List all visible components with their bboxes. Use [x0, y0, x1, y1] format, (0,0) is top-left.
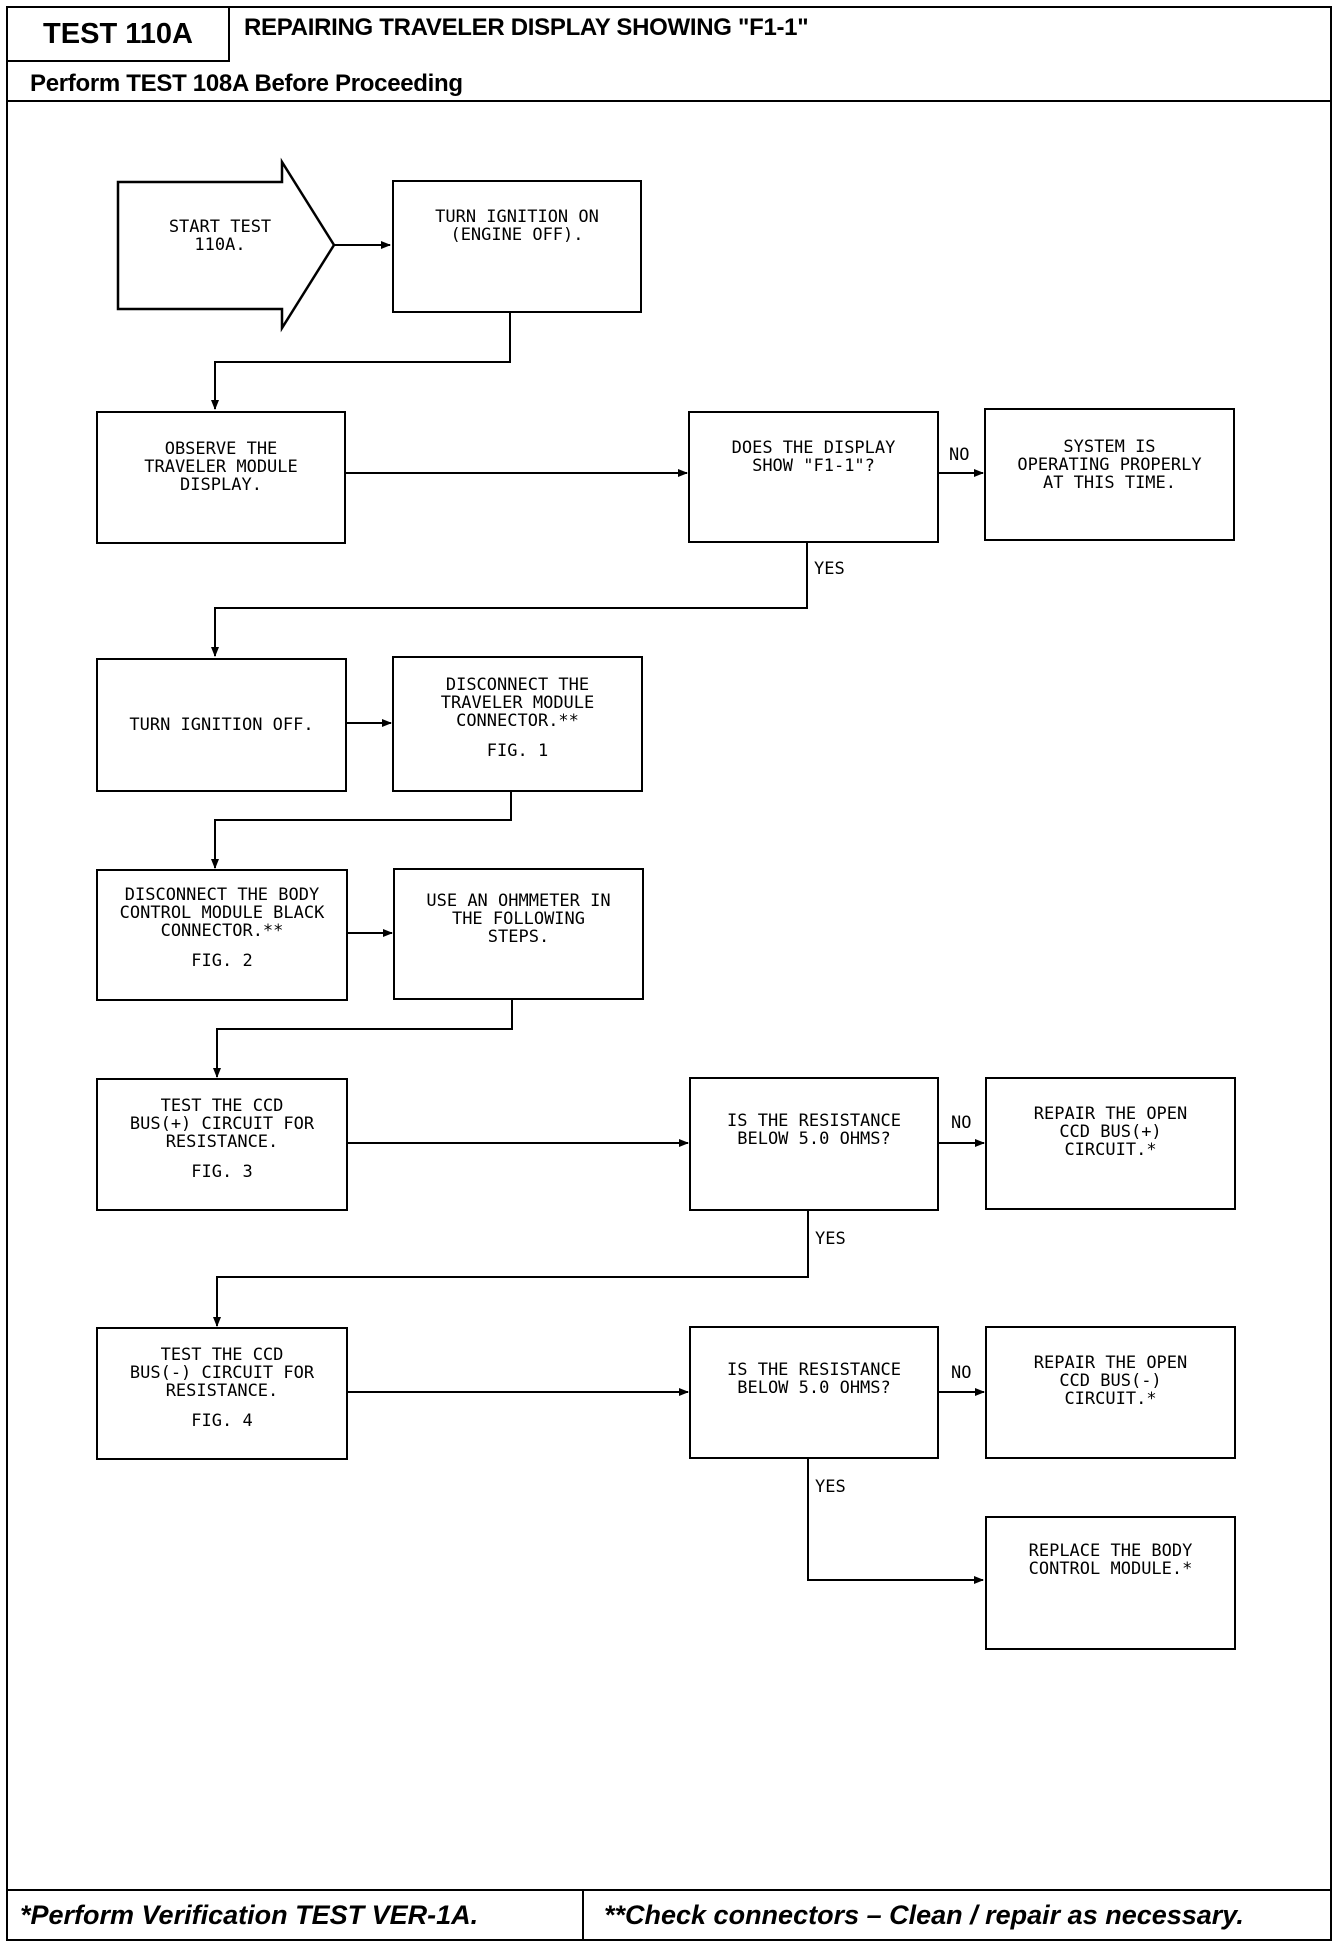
step-ignition-on: TURN IGNITION ON (ENGINE OFF). [392, 180, 642, 313]
label-yes-2: YES [815, 1229, 846, 1249]
label-yes-1: YES [814, 559, 845, 579]
step-use-ohmmeter-text: USE AN OHMMETER IN THE FOLLOWING STEPS. [426, 891, 611, 947]
result-system-ok: SYSTEM IS OPERATING PROPERLY AT THIS TIM… [984, 408, 1235, 541]
footnote-verification: *Perform Verification TEST VER-1A. [8, 1889, 584, 1939]
test-id: TEST 110A [8, 8, 230, 62]
step-ignition-on-text: TURN IGNITION ON (ENGINE OFF). [435, 206, 599, 245]
label-no-3: NO [951, 1363, 972, 1383]
decision-display-f1-1: DOES THE DISPLAY SHOW "F1-1"? [688, 411, 939, 543]
page-title: REPAIRING TRAVELER DISPLAY SHOWING "F1-1… [244, 14, 809, 41]
fig-2-ref: FIG. 2 [191, 951, 253, 971]
step-disconnect-body-module: DISCONNECT THE BODY CONTROL MODULE BLACK… [96, 869, 348, 1001]
decision-resistance-minus-text: IS THE RESISTANCE BELOW 5.0 OHMS? [727, 1359, 901, 1398]
step-use-ohmmeter: USE AN OHMMETER IN THE FOLLOWING STEPS. [393, 868, 644, 1000]
decision-resistance-minus: IS THE RESISTANCE BELOW 5.0 OHMS? [689, 1326, 939, 1459]
result-repair-bus-plus-text: REPAIR THE OPEN CCD BUS(+) CIRCUIT.* [1033, 1103, 1188, 1160]
label-no-1: NO [949, 445, 970, 465]
fig-1-ref: FIG. 1 [486, 741, 549, 761]
step-test-bus-plus-text: TEST THE CCD BUS(+) CIRCUIT FOR RESISTAN… [129, 1095, 315, 1152]
result-repair-bus-plus: REPAIR THE OPEN CCD BUS(+) CIRCUIT.* [985, 1077, 1236, 1210]
label-no-2: NO [951, 1113, 972, 1133]
footnote-connectors: **Check connectors – Clean / repair as n… [584, 1889, 1330, 1939]
prerequisite-row [8, 62, 1330, 102]
step-test-bus-minus: TEST THE CCD BUS(-) CIRCUIT FOR RESISTAN… [96, 1327, 348, 1460]
start-arrow-shape [116, 157, 336, 333]
start-step: START TEST 110A. [168, 217, 272, 255]
step-disconnect-traveler: DISCONNECT THE TRAVELER MODULE CONNECTOR… [392, 656, 643, 792]
step-observe-display: OBSERVE THE TRAVELER MODULE DISPLAY. [96, 411, 346, 544]
label-yes-3: YES [815, 1477, 846, 1497]
step-disconnect-body-text: DISCONNECT THE BODY CONTROL MODULE BLACK… [119, 885, 325, 941]
result-replace-body-module-text: REPLACE THE BODY CONTROL MODULE.* [1028, 1541, 1193, 1579]
decision-display-text: DOES THE DISPLAY SHOW "F1-1"? [731, 438, 896, 476]
page-frame [6, 6, 1332, 1941]
step-test-bus-plus: TEST THE CCD BUS(+) CIRCUIT FOR RESISTAN… [96, 1078, 348, 1211]
fig-3-ref: FIG. 3 [191, 1161, 253, 1182]
step-disconnect-traveler-text: DISCONNECT THE TRAVELER MODULE CONNECTOR… [440, 675, 595, 731]
result-replace-body-module: REPLACE THE BODY CONTROL MODULE.* [985, 1516, 1236, 1650]
decision-resistance-plus: IS THE RESISTANCE BELOW 5.0 OHMS? [689, 1077, 939, 1211]
fig-4-ref: FIG. 4 [191, 1410, 253, 1431]
step-ignition-off: TURN IGNITION OFF. [96, 658, 347, 792]
prerequisite-note: Perform TEST 108A Before Proceeding [30, 70, 463, 97]
decision-resistance-plus-text: IS THE RESISTANCE BELOW 5.0 OHMS? [727, 1111, 901, 1149]
step-ignition-off-text: TURN IGNITION OFF. [129, 715, 314, 735]
result-repair-bus-minus: REPAIR THE OPEN CCD BUS(-) CIRCUIT.* [985, 1326, 1236, 1459]
step-observe-text: OBSERVE THE TRAVELER MODULE DISPLAY. [144, 438, 298, 495]
result-system-ok-text: SYSTEM IS OPERATING PROPERLY AT THIS TIM… [1017, 436, 1202, 493]
step-test-bus-minus-text: TEST THE CCD BUS(-) CIRCUIT FOR RESISTAN… [129, 1344, 315, 1401]
result-repair-bus-minus-text: REPAIR THE OPEN CCD BUS(-) CIRCUIT.* [1033, 1352, 1188, 1409]
